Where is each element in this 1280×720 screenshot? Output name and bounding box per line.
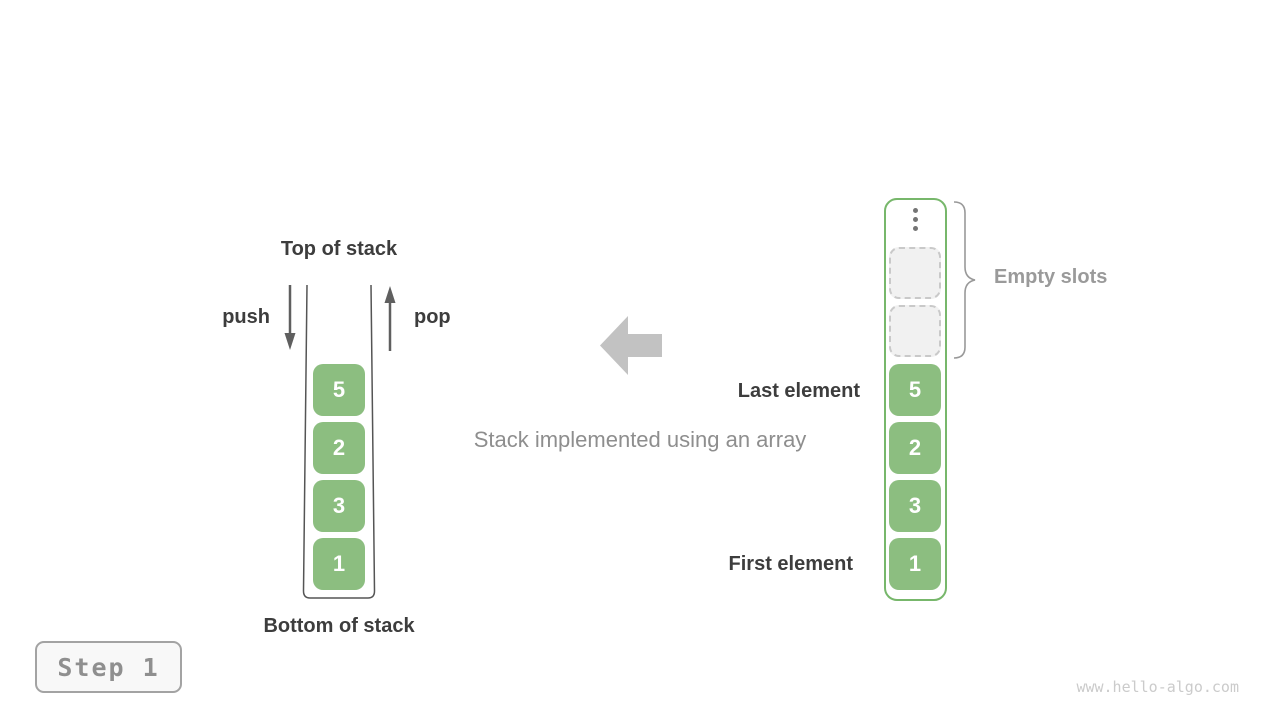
top-of-stack-label: Top of stack — [280, 238, 398, 260]
stack-container-outline-icon — [302, 285, 376, 599]
empty-slot — [889, 247, 941, 299]
watermark: www.hello-algo.com — [1076, 678, 1239, 696]
array-cell: 2 — [889, 422, 941, 474]
step-badge: Step 1 — [35, 641, 182, 693]
array-cell: 1 — [889, 538, 941, 590]
empty-slot — [889, 305, 941, 357]
stack-cell: 3 — [313, 480, 365, 532]
push-label: push — [222, 306, 270, 328]
bottom-of-stack-label: Bottom of stack — [263, 615, 415, 637]
pop-label: pop — [414, 306, 451, 328]
left-arrow-icon — [600, 316, 662, 375]
diagram-caption: Stack implemented using an array — [473, 427, 807, 452]
stack-cell: 1 — [313, 538, 365, 590]
push-arrow-icon — [284, 285, 296, 350]
stack-cell: 2 — [313, 422, 365, 474]
array-cell: 5 — [889, 364, 941, 416]
ellipsis-dots-icon — [913, 208, 918, 231]
array-cell: 3 — [889, 480, 941, 532]
brace-icon — [953, 201, 976, 359]
pop-arrow-icon — [384, 286, 396, 351]
empty-slots-label: Empty slots — [994, 266, 1108, 288]
first-element-label: First element — [728, 553, 853, 575]
last-element-label: Last element — [737, 380, 860, 402]
stack-cell: 5 — [313, 364, 365, 416]
